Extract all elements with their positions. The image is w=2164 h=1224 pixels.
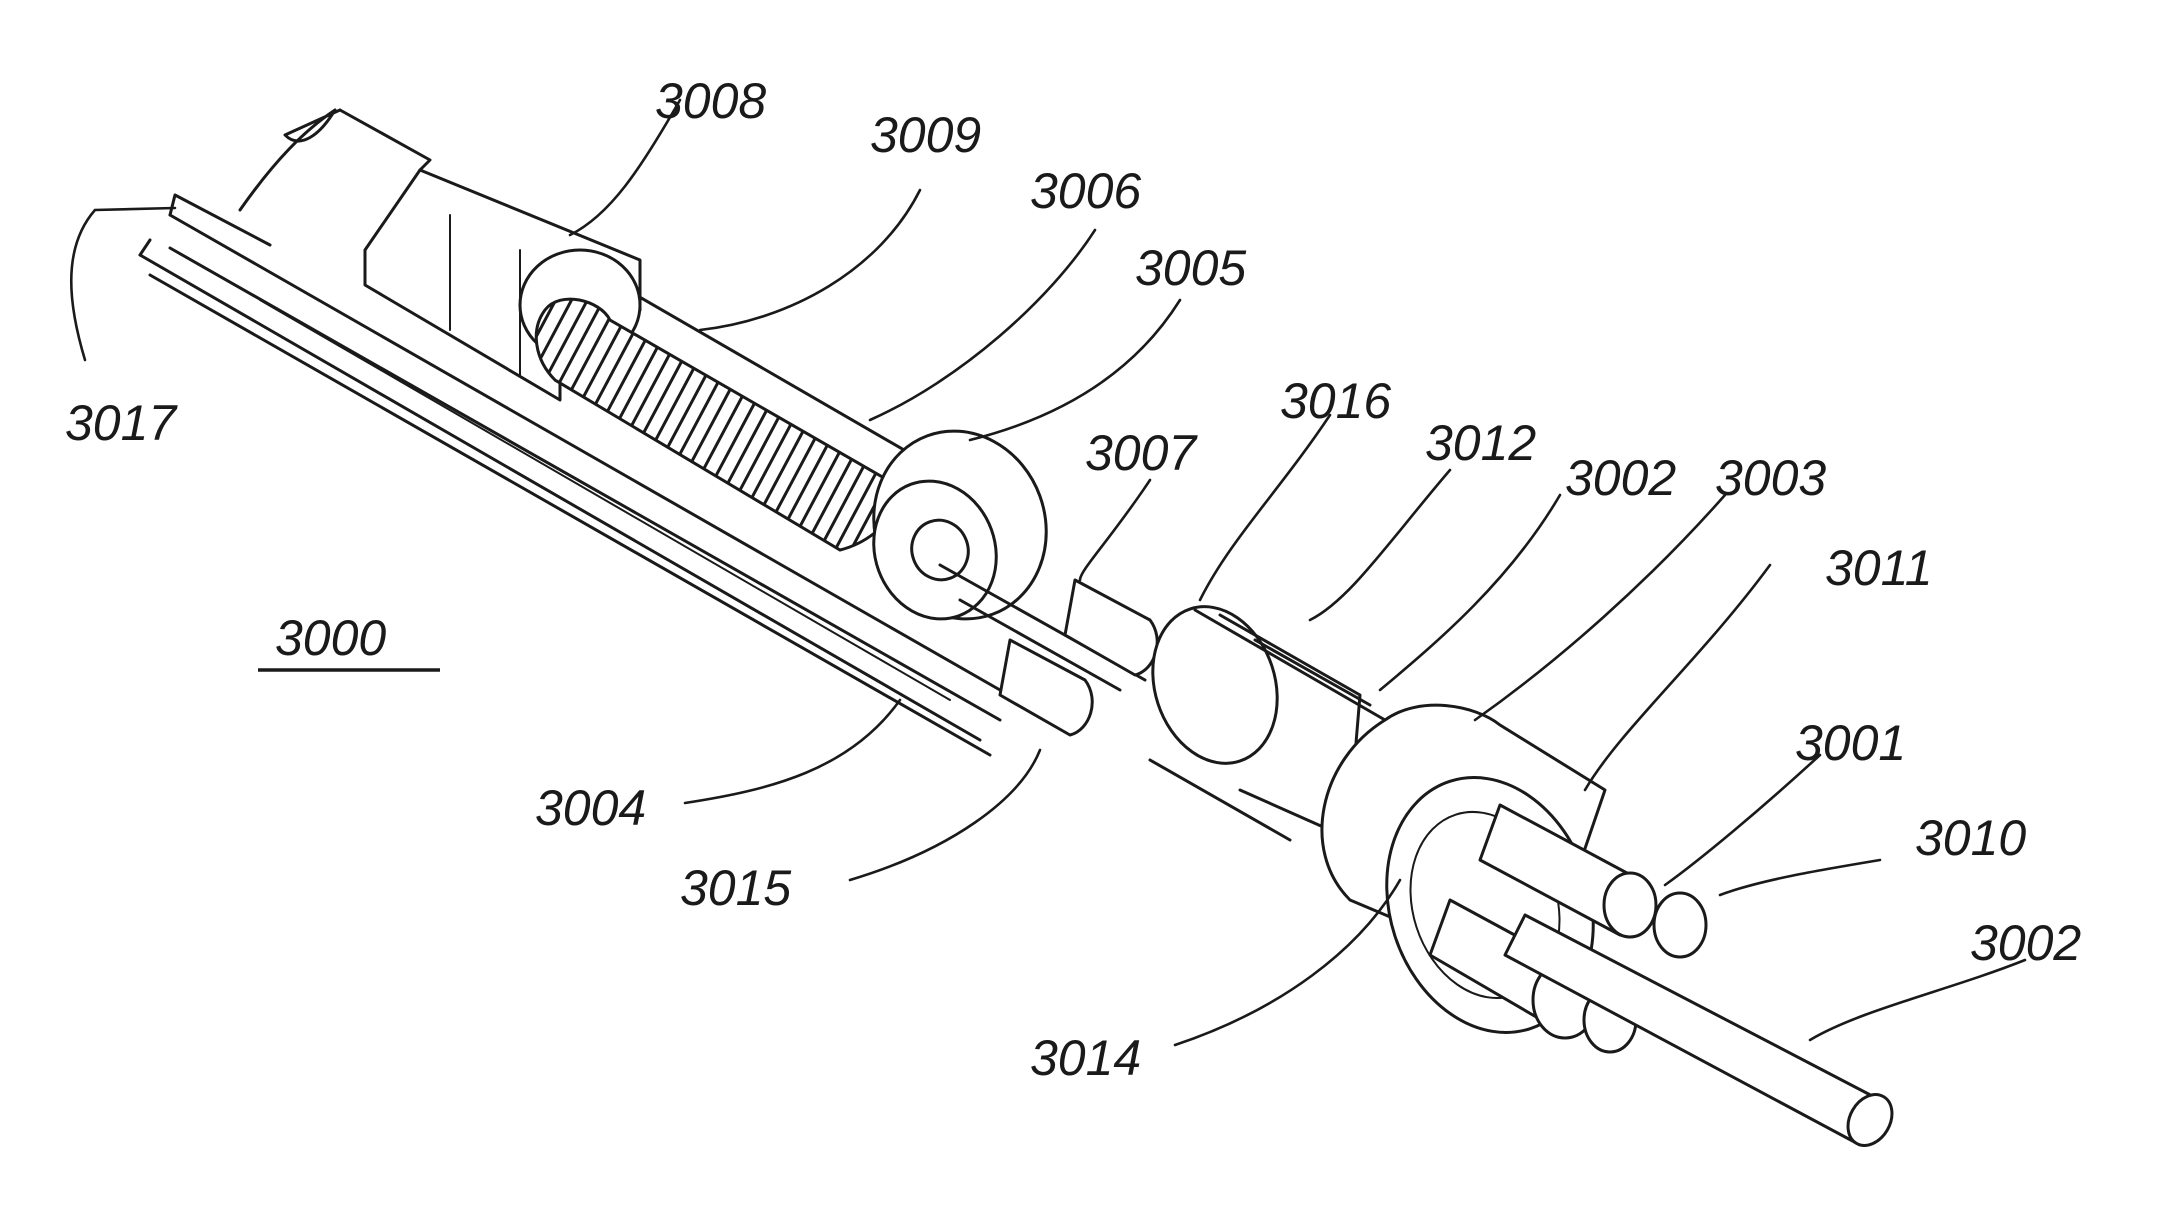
label-3010: 3010	[1915, 810, 2026, 866]
label-3004: 3004	[535, 780, 646, 836]
spring	[536, 299, 905, 550]
label-3017: 3017	[65, 395, 178, 451]
middle-ring	[848, 407, 1073, 644]
label-3001: 3001	[1795, 715, 1906, 771]
label-3002-top: 3002	[1565, 450, 1676, 506]
label-3012: 3012	[1425, 415, 1536, 471]
label-3008: 3008	[655, 73, 766, 129]
figure-reference: 3000	[258, 610, 440, 670]
label-3003: 3003	[1715, 450, 1826, 506]
leader-lines	[71, 100, 2025, 1045]
label-3011: 3011	[1825, 540, 1933, 596]
outlet-tubes	[1430, 805, 1901, 1153]
label-3005: 3005	[1135, 240, 1246, 296]
label-3014: 3014	[1030, 1030, 1141, 1086]
label-3006: 3006	[1030, 163, 1141, 219]
callout-labels: 3008 3009 3006 3005 3017 3016 3007 3012 …	[65, 73, 2081, 1086]
figure-reference-number: 3000	[275, 610, 386, 666]
label-3016: 3016	[1280, 373, 1391, 429]
device-housing	[140, 110, 1000, 755]
label-3002-bottom: 3002	[1970, 915, 2081, 971]
label-3009: 3009	[870, 107, 981, 163]
label-3015: 3015	[680, 860, 791, 916]
label-3007: 3007	[1085, 425, 1198, 481]
